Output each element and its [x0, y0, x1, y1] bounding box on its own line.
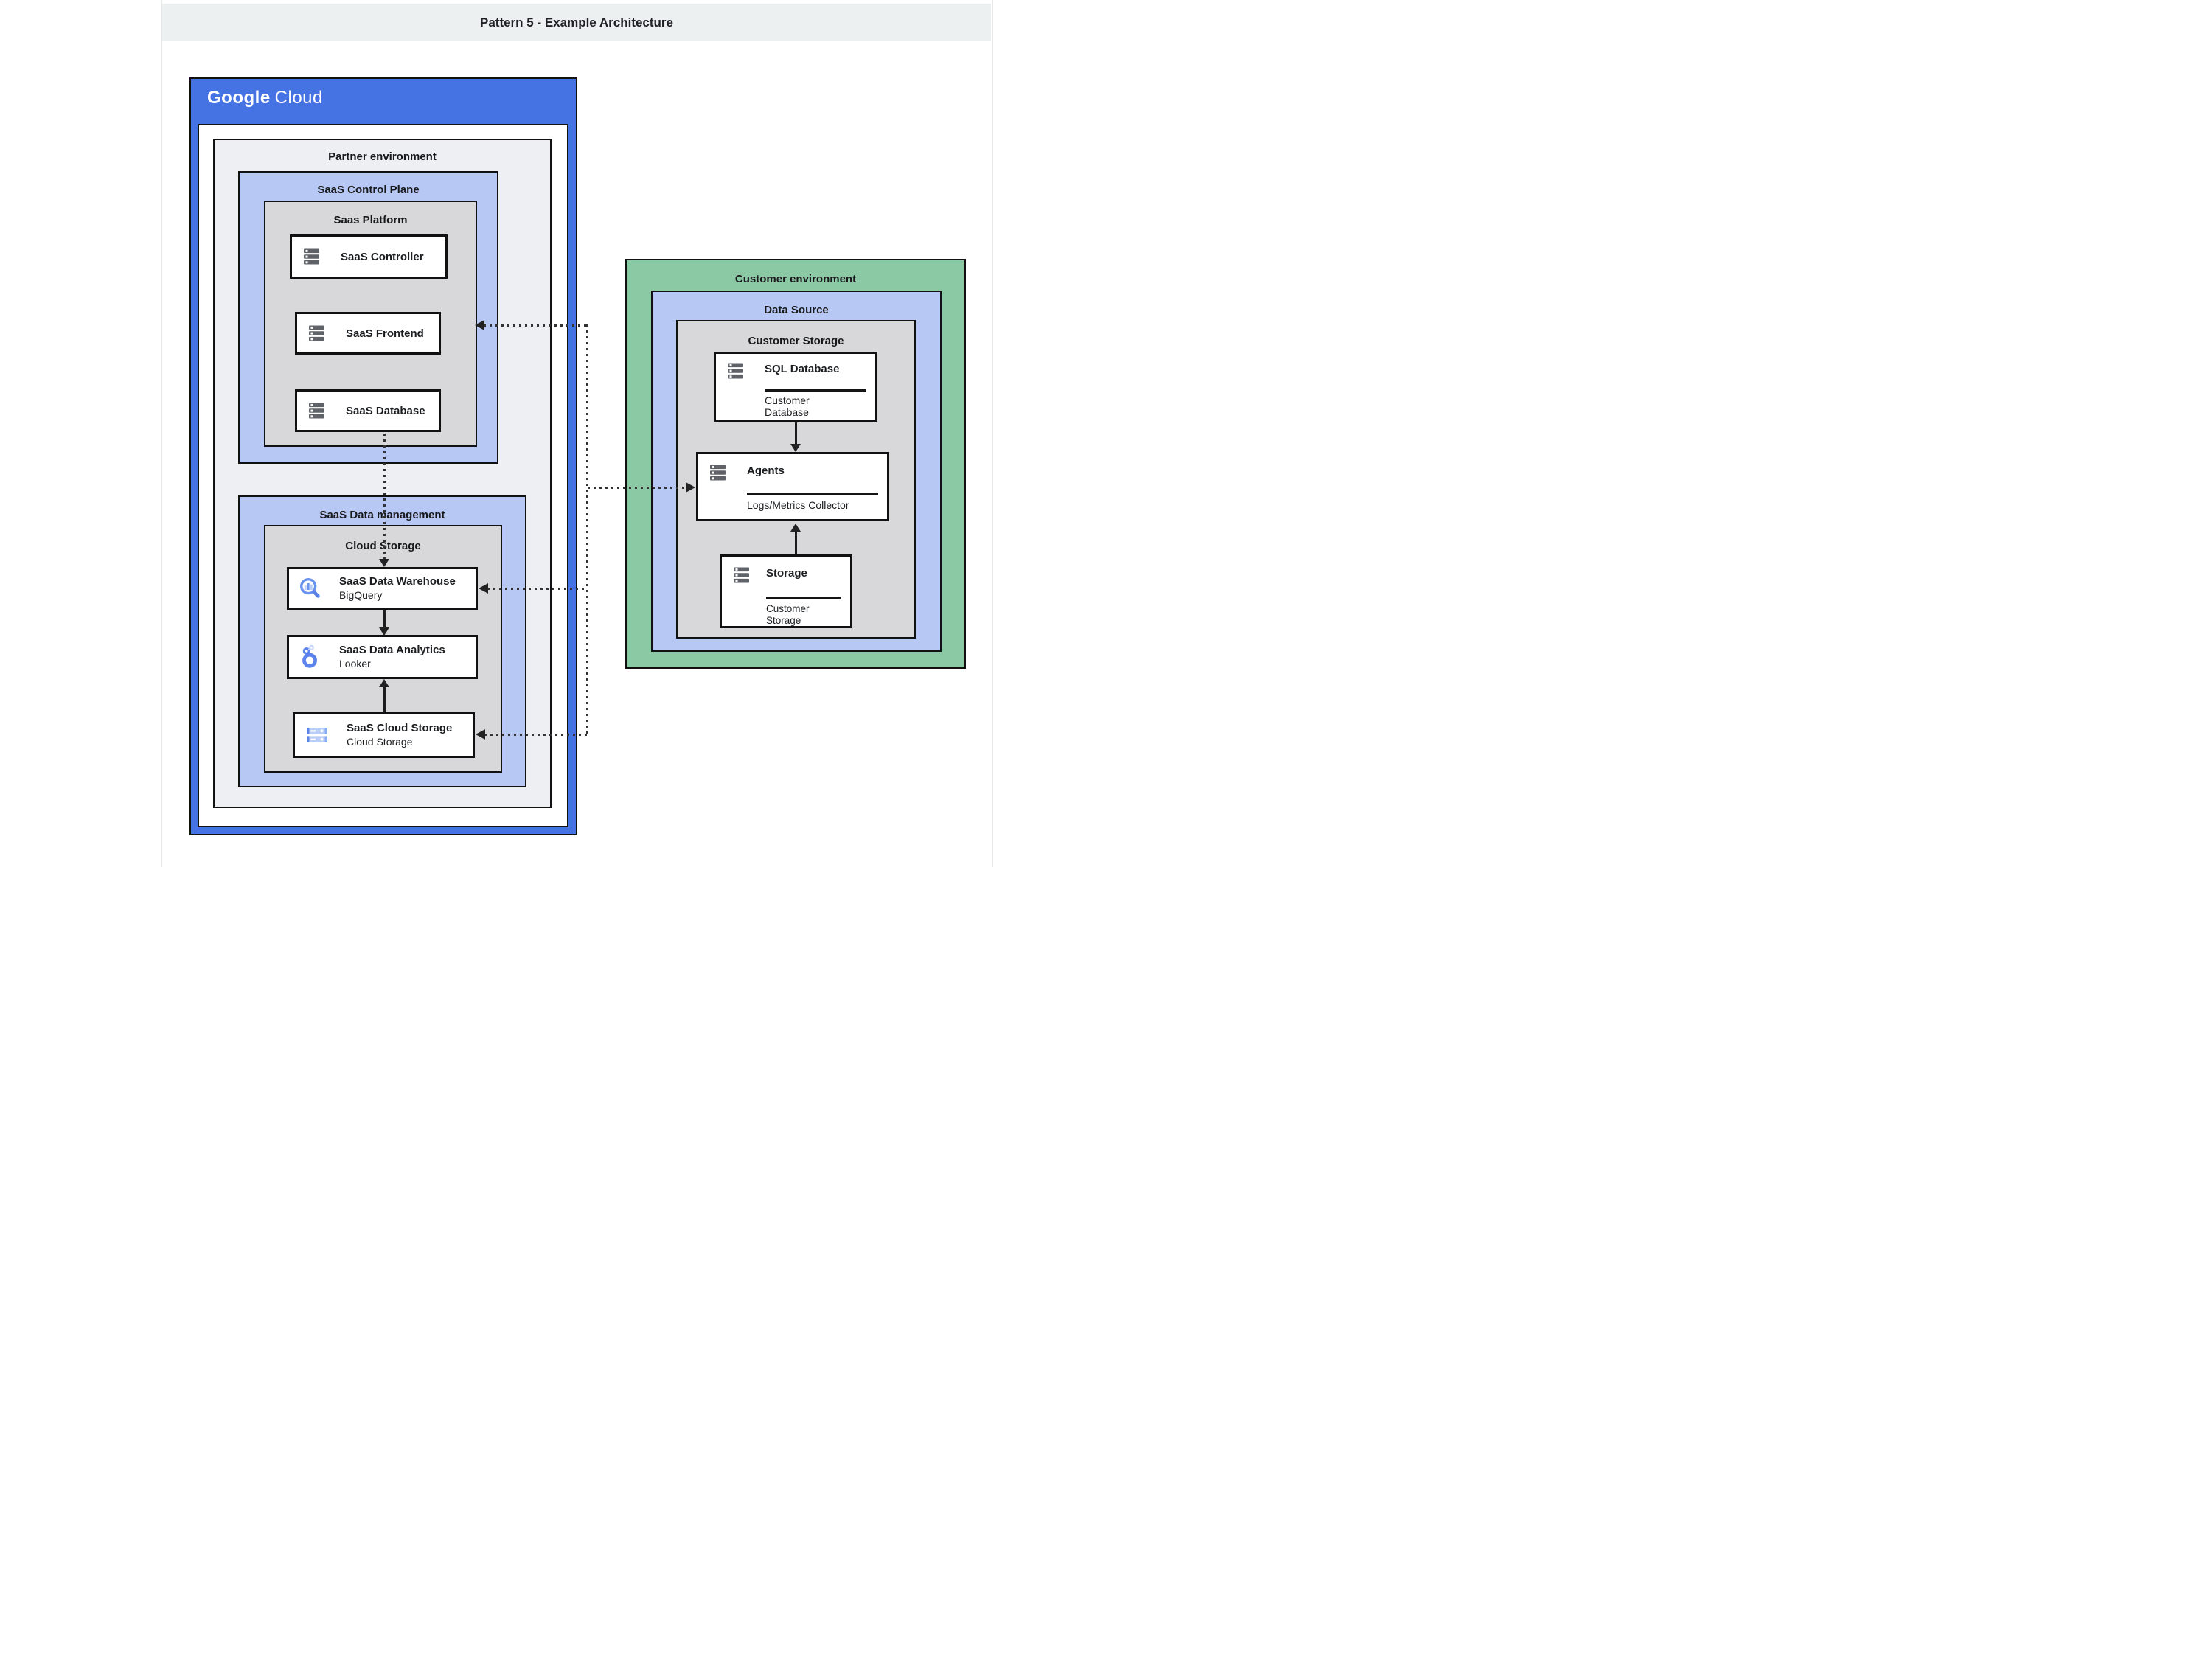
saas-data-analytics-card: SaaS Data Analytics Looker: [287, 635, 478, 679]
dotted-connector-to-saas-frontend: [484, 324, 588, 327]
agents-card: Agents Logs/Metrics Collector: [696, 452, 889, 521]
sql-database-head: SQL Database: [725, 360, 866, 386]
diagram-title: Pattern 5 - Example Architecture: [479, 15, 673, 29]
server-icon: [707, 462, 729, 487]
arrowhead-into-saas-frontend: [475, 320, 484, 330]
dotted-connector-saas-database-to-warehouse: [383, 434, 386, 559]
server-icon: [725, 360, 747, 386]
customer-storage-label: Customer Storage: [748, 335, 844, 347]
server-icon: [301, 246, 323, 268]
sql-database-divider: [765, 389, 866, 392]
bigquery-icon: [298, 576, 323, 601]
agents-divider: [747, 493, 878, 495]
saas-data-analytics-text: SaaS Data Analytics Looker: [339, 643, 445, 671]
saas-data-analytics-title: SaaS Data Analytics: [339, 644, 445, 656]
arrowhead-into-agents-bottom: [790, 524, 801, 532]
sql-database-subtitle: Customer Database: [765, 394, 810, 418]
server-icon: [306, 400, 328, 422]
arrowhead-into-analytics-top: [379, 627, 389, 636]
dotted-trunk-connector: [586, 324, 588, 736]
diagram-title-bar: Pattern 5 - Example Architecture: [162, 4, 991, 41]
saas-control-plane-label: SaaS Control Plane: [317, 184, 420, 196]
google-cloud-logo-word2: Cloud: [274, 88, 323, 108]
google-cloud-logo-word1: Google: [207, 88, 271, 108]
saas-cloud-storage-subtitle: Cloud Storage: [347, 736, 413, 748]
saas-data-warehouse-card: SaaS Data Warehouse BigQuery: [287, 567, 478, 610]
saas-data-warehouse-text: SaaS Data Warehouse BigQuery: [339, 574, 456, 602]
solid-connector-cloudstorage-to-analytics: [383, 686, 386, 712]
customer-environment-label: Customer environment: [734, 273, 857, 285]
cloud-storage-icon: [304, 723, 330, 747]
solid-connector-storage-to-agents: [795, 532, 797, 554]
looker-icon: [298, 644, 323, 669]
saas-data-analytics-subtitle: Looker: [339, 658, 371, 669]
saas-database-card: SaaS Database: [295, 389, 441, 432]
arrowhead-into-agents: [686, 482, 695, 493]
storage-subtitle: Customer Storage: [766, 603, 810, 626]
storage-title: Storage: [766, 567, 807, 580]
saas-cloud-storage-text: SaaS Cloud Storage Cloud Storage: [347, 721, 452, 749]
arrowhead-into-saas-data-warehouse: [479, 583, 488, 594]
arrowhead-into-analytics-bottom: [379, 679, 389, 687]
saas-database-title: SaaS Database: [346, 404, 425, 417]
arrowhead-into-warehouse-top: [379, 559, 389, 567]
solid-connector-sql-to-agents: [795, 422, 797, 445]
agents-head: Agents: [707, 462, 878, 487]
agents-title: Agents: [747, 465, 785, 477]
sql-database-title: SQL Database: [765, 363, 840, 375]
solid-connector-warehouse-to-analytics: [383, 610, 386, 629]
server-icon: [731, 564, 753, 590]
cloud-storage-label: Cloud Storage: [345, 540, 421, 552]
saas-controller-card: SaaS Controller: [290, 234, 448, 279]
dotted-connector-to-saas-cloud-storage: [484, 734, 588, 736]
saas-controller-title: SaaS Controller: [341, 250, 424, 263]
saas-data-management-label: SaaS Data management: [319, 509, 445, 521]
storage-head: Storage: [731, 564, 841, 590]
saas-cloud-storage-title: SaaS Cloud Storage: [347, 722, 453, 734]
data-source-label: Data Source: [764, 304, 829, 316]
dotted-connector-to-agents: [588, 487, 687, 489]
server-icon: [306, 322, 328, 344]
saas-platform-label: Saas Platform: [333, 214, 408, 226]
dotted-connector-to-saas-data-warehouse: [487, 588, 588, 590]
saas-data-warehouse-title: SaaS Data Warehouse: [339, 575, 456, 588]
partner-environment-label: Partner environment: [328, 150, 437, 163]
arrowhead-into-saas-cloud-storage: [476, 729, 485, 740]
saas-cloud-storage-card: SaaS Cloud Storage Cloud Storage: [293, 712, 475, 758]
storage-card: Storage Customer Storage: [720, 554, 852, 628]
saas-frontend-title: SaaS Frontend: [346, 327, 424, 340]
arrowhead-into-agents-top: [790, 444, 801, 452]
storage-divider: [766, 597, 841, 599]
agents-subtitle: Logs/Metrics Collector: [747, 499, 849, 511]
sql-database-card: SQL Database Customer Database: [714, 352, 877, 422]
saas-frontend-card: SaaS Frontend: [295, 312, 441, 355]
saas-data-warehouse-subtitle: BigQuery: [339, 589, 383, 601]
